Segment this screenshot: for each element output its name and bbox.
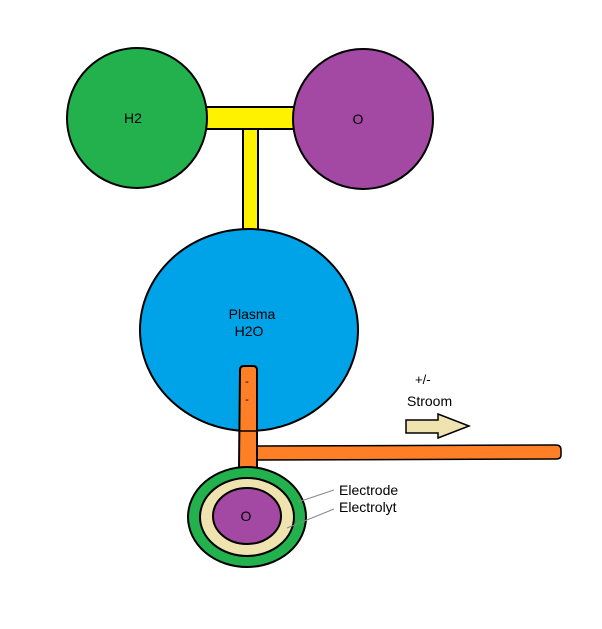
yellow-horizontal-connector — [203, 106, 297, 130]
current-label: Stroom — [407, 393, 452, 409]
h2-node: H2 — [66, 47, 208, 189]
electrode-callout-line — [297, 489, 335, 503]
h2-label: H2 — [124, 110, 142, 126]
oxygen-circle — [292, 48, 434, 190]
electrolyte-label: Electrolyt — [339, 499, 397, 515]
electrolyte-callout-line — [286, 508, 335, 529]
h2-circle — [66, 47, 208, 189]
polarity-mark-2: - — [245, 394, 249, 406]
electrode-cell: O — [187, 466, 307, 568]
yellow-vertical-connector — [242, 128, 259, 232]
oxygen-label: O — [353, 111, 364, 127]
polarity-label: +/- — [415, 372, 431, 387]
electrode-label: Electrode — [339, 482, 398, 498]
plasma-label-line1: Plasma — [229, 306, 276, 322]
oxygen-core-label: O — [241, 508, 252, 524]
oxygen-core — [212, 487, 282, 545]
oxygen-node: O — [292, 48, 434, 190]
orange-vertical-rod — [237, 365, 258, 469]
orange-horizontal-lead — [256, 444, 562, 461]
polarity-mark-1: - — [245, 376, 249, 388]
plasma-label-line2: H2O — [235, 323, 264, 339]
plasma-node: Plasma H2O — [139, 228, 359, 432]
current-direction-arrow-icon — [405, 412, 472, 440]
